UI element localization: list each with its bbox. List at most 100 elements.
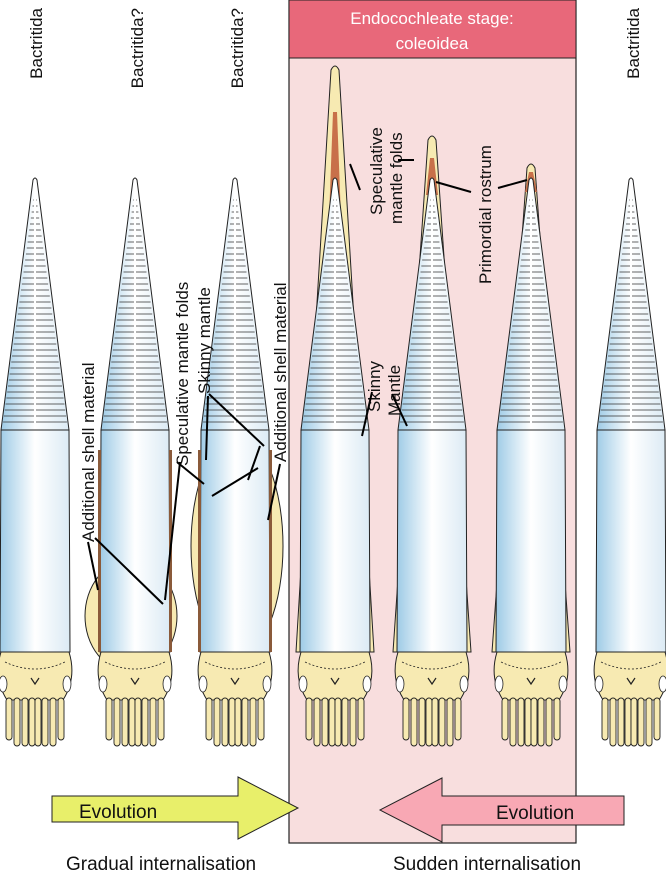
beak <box>230 677 240 686</box>
arm <box>305 697 313 741</box>
eye-left <box>494 675 504 693</box>
eye-right <box>162 675 172 693</box>
arm <box>113 697 121 747</box>
endocochleate-header <box>288 0 577 59</box>
arm <box>446 697 454 747</box>
arm <box>537 697 545 747</box>
arm <box>609 697 617 747</box>
head-line <box>104 661 166 670</box>
cephalopod-7 <box>593 177 666 747</box>
body-chamber <box>396 429 468 653</box>
body-chamber <box>495 429 567 653</box>
label-speculative-line2: mantle folds <box>387 132 406 224</box>
label-additional-shell-material-left: Additional shell material <box>79 362 98 542</box>
body-chamber <box>299 429 371 653</box>
arm <box>105 697 113 741</box>
head-line <box>500 661 562 670</box>
arm <box>57 697 65 741</box>
head <box>0 651 73 701</box>
arm <box>425 697 433 747</box>
head <box>97 651 173 701</box>
header-line1: Endocochleate stage: <box>350 9 514 28</box>
cephalopod-2 <box>84 177 178 747</box>
head-line <box>304 661 366 670</box>
arm <box>545 697 553 747</box>
arm <box>241 697 249 747</box>
column-title-3: Bactritida? <box>228 8 247 88</box>
evolution-label-left: Evolution <box>79 802 157 823</box>
arm <box>234 697 242 747</box>
arm <box>402 697 410 741</box>
arm <box>228 697 236 747</box>
eye-left <box>98 675 108 693</box>
arm <box>637 697 645 747</box>
label-additional-shell-material-right: Additional shell material <box>271 282 290 462</box>
arm <box>121 697 129 747</box>
cephalopod-4 <box>295 65 375 747</box>
eye-right <box>658 675 666 693</box>
arm <box>524 697 532 747</box>
additional-shell-left <box>198 450 201 652</box>
label-skinny-mantle: Skinny mantle <box>195 287 214 394</box>
column-title-4: Bactritida <box>624 7 643 78</box>
beak <box>330 677 340 686</box>
body-chamber <box>99 429 171 653</box>
arm <box>645 697 653 747</box>
arm <box>13 697 21 747</box>
arm <box>313 697 321 747</box>
arm <box>653 697 661 741</box>
head <box>197 651 273 701</box>
arm <box>501 697 509 741</box>
additional-shell-right <box>269 450 272 652</box>
head-line <box>600 661 662 670</box>
arm <box>328 697 336 747</box>
arm <box>601 697 609 741</box>
arm <box>41 697 49 747</box>
arm <box>257 697 265 741</box>
header-line2: coleoidea <box>396 34 469 53</box>
arm <box>128 697 136 747</box>
head-line <box>204 661 266 670</box>
arm <box>349 697 357 747</box>
cephalopod-5 <box>392 135 472 747</box>
arm <box>249 697 257 747</box>
arm <box>157 697 165 741</box>
label-primordial-rostrum: Primordial rostrum <box>476 145 495 284</box>
arm <box>34 697 42 747</box>
label-speculative-mantle-folds: Speculative mantle folds <box>173 282 192 466</box>
arm <box>454 697 462 741</box>
eye-right <box>62 675 72 693</box>
evolution-arrow-left <box>51 776 300 840</box>
arm <box>205 697 213 741</box>
arm <box>141 697 149 747</box>
eye-left <box>0 675 8 693</box>
beak <box>526 677 536 686</box>
arm <box>341 697 349 747</box>
arm <box>134 697 142 747</box>
caption-gradual: Gradual internalisation <box>66 854 256 874</box>
arm <box>221 697 229 747</box>
eye-left <box>594 675 604 693</box>
arm <box>321 697 329 747</box>
beak <box>30 677 40 686</box>
column-title-1: Bactritida <box>27 7 46 78</box>
arm <box>509 697 517 747</box>
eye-right <box>459 675 469 693</box>
eye-left <box>298 675 308 693</box>
column-title-2: Bactritida? <box>128 8 147 88</box>
arm <box>21 697 29 747</box>
arm <box>630 697 638 747</box>
label-speculative-line1: Speculative <box>367 127 386 215</box>
additional-shell-left <box>98 450 101 652</box>
body-chamber <box>0 429 71 653</box>
eye-right <box>262 675 272 693</box>
cephalopod-6 <box>491 163 571 747</box>
leader-lines <box>87 159 528 605</box>
arm <box>624 697 632 747</box>
arm <box>49 697 57 747</box>
head-line <box>4 661 66 670</box>
arm <box>530 697 538 747</box>
arm <box>357 697 365 741</box>
eye-right <box>362 675 372 693</box>
